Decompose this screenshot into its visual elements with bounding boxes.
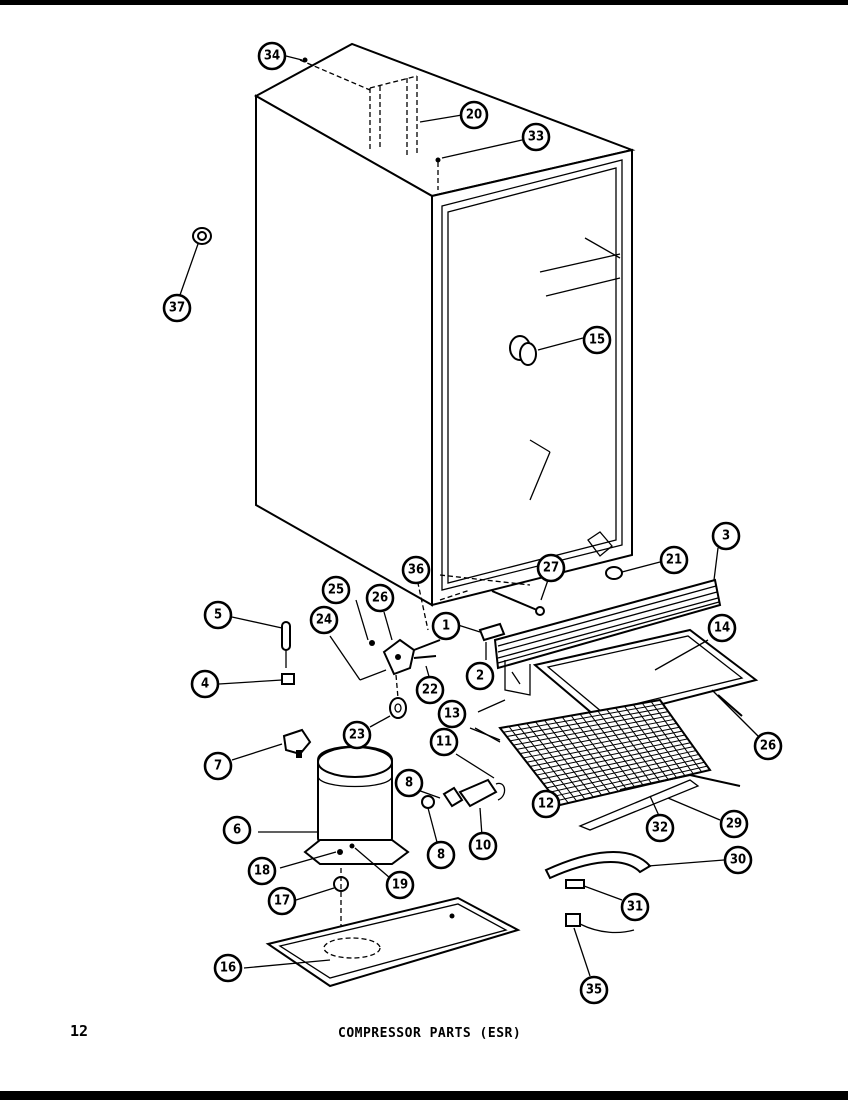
callout-27: 27 [536,553,566,583]
callout-23: 23 [342,720,372,750]
condenser-mesh-line [553,761,705,797]
callout-3: 3 [711,521,741,551]
svg-text:15: 15 [589,333,605,348]
callout-17: 17 [267,886,297,916]
part-6-compressor [258,745,410,879]
callout-24: 24 [309,605,339,635]
svg-text:12: 12 [538,797,554,812]
svg-text:16: 16 [220,961,236,976]
svg-text:7: 7 [214,759,222,774]
svg-text:24: 24 [316,613,332,628]
callout-36: 36 [401,555,431,585]
top-border [0,0,848,5]
callout-18: 18 [247,856,277,886]
page-number: 12 [70,1022,89,1040]
svg-text:19: 19 [392,878,408,893]
svg-text:26: 26 [372,591,388,606]
callout-labels: 34 20 33 37 15 3 21 36 27 25 26 5 24 1 1… [162,41,783,1005]
callout-29: 29 [719,809,749,839]
svg-text:5: 5 [214,608,222,623]
svg-text:17: 17 [274,894,290,909]
svg-text:30: 30 [730,853,746,868]
callout-4: 4 [190,669,220,699]
svg-text:8: 8 [405,776,413,791]
callout-20: 20 [459,100,489,130]
callout-35: 35 [579,975,609,1005]
condenser-mesh-line [549,757,702,793]
callout-33: 33 [521,122,551,152]
callout-7: 7 [203,751,233,781]
svg-text:13: 13 [444,707,460,722]
svg-text:1: 1 [442,619,450,634]
svg-text:4: 4 [201,677,209,692]
part-3-grille [493,547,722,670]
callout-11: 11 [429,727,459,757]
part-14-drain-pan [532,628,759,722]
callout-10: 10 [468,831,498,861]
svg-text:2: 2 [476,669,484,684]
callout-22: 22 [415,675,445,705]
svg-text:8: 8 [437,848,445,863]
svg-text:35: 35 [586,983,602,998]
svg-text:22: 22 [422,683,438,698]
svg-text:36: 36 [408,563,424,578]
svg-text:32: 32 [652,821,668,836]
callout-6: 6 [222,815,252,845]
svg-text:37: 37 [169,301,185,316]
svg-text:20: 20 [466,108,482,123]
callout-25: 25 [321,575,351,605]
callout-34: 34 [257,41,287,71]
page-caption: COMPRESSOR PARTS (ESR) [338,1026,522,1041]
part-4-plug [218,673,295,685]
callout-32: 32 [645,813,675,843]
refrigerator-cabinet [253,42,636,607]
svg-text:14: 14 [714,621,730,636]
callout-19: 19 [385,870,415,900]
part-7-relay [231,728,312,761]
svg-text:25: 25 [328,583,344,598]
svg-text:26: 26 [760,739,776,754]
svg-text:33: 33 [528,130,544,145]
drawing-linework [179,42,761,988]
svg-text:31: 31 [627,900,643,915]
svg-text:3: 3 [722,529,730,544]
callout-26-bracket: 26 [365,583,395,613]
svg-text:10: 10 [475,839,491,854]
part-5-capacitor [231,616,291,668]
callout-1: 1 [431,611,461,641]
callout-30: 30 [723,845,753,875]
callout-31: 31 [620,892,650,922]
part-37-grommet [179,227,212,296]
svg-text:34: 34 [264,49,280,64]
callout-12: 12 [531,789,561,819]
condenser-mesh-line [641,702,694,775]
svg-text:18: 18 [254,864,270,879]
callout-26-wire: 26 [753,731,783,761]
callout-5: 5 [203,600,233,630]
callout-8-lower: 8 [426,840,456,870]
callout-21: 21 [659,545,689,575]
svg-text:6: 6 [233,823,241,838]
callout-2: 2 [465,661,495,691]
condenser-mesh-line [650,701,703,773]
part-12-condenser [469,698,712,807]
callout-15: 15 [582,325,612,355]
svg-text:11: 11 [436,735,452,750]
svg-text:27: 27 [543,561,559,576]
callout-37: 37 [162,293,192,323]
callout-14: 14 [707,613,737,643]
svg-text:21: 21 [666,553,682,568]
svg-text:29: 29 [726,817,742,832]
part-15-latch [509,335,584,366]
part-16-base-plate [243,896,521,988]
condenser-mesh-line [556,765,708,802]
compressor-mount-bracket [329,573,441,728]
callout-8-upper: 8 [394,768,424,798]
callout-13: 13 [437,699,467,729]
svg-text:23: 23 [349,728,365,743]
callout-16: 16 [213,953,243,983]
bottom-border [0,1091,848,1100]
